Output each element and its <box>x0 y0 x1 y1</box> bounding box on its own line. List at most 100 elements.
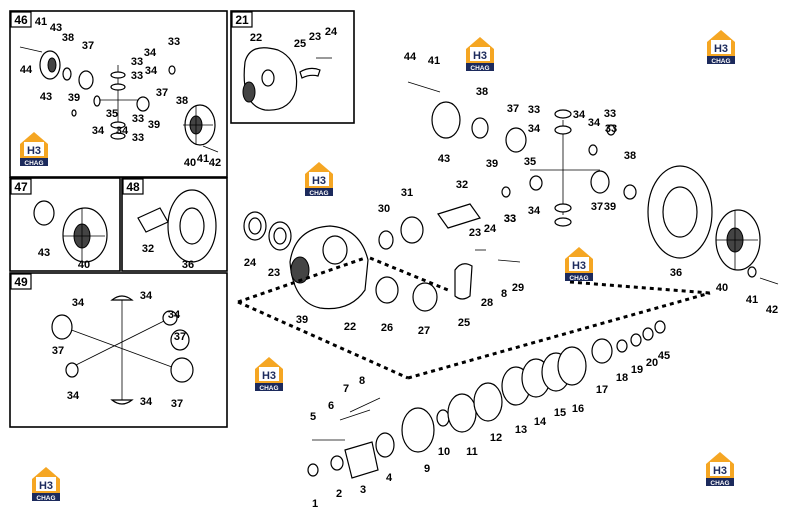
callout-i46-2: 38 <box>62 32 74 44</box>
callout-main-32: 27 <box>418 325 430 337</box>
callout-main-35: 40 <box>716 282 728 294</box>
chag-logo-text: CHAG <box>470 65 489 72</box>
callout-i46-14: 37 <box>156 87 168 99</box>
callout-main-44: 11 <box>466 446 478 458</box>
callout-i49-3: 34 <box>67 390 80 402</box>
callout-main-1: 41 <box>428 55 440 67</box>
callout-main-45: 12 <box>490 432 502 444</box>
svg-text:21: 21 <box>235 13 249 27</box>
callout-main-43: 10 <box>438 446 450 458</box>
callout-main-36: 41 <box>746 294 758 306</box>
callout-main-39: 6 <box>328 400 334 412</box>
callout-main-31: 26 <box>381 322 393 334</box>
callout-main-34: 36 <box>670 267 682 279</box>
callout-main-48: 15 <box>554 407 566 419</box>
callout-i46-7: 43 <box>40 91 52 103</box>
callout-main-20: 30 <box>378 203 390 215</box>
callout-main-53: 20 <box>646 357 658 369</box>
callout-main-10: 39 <box>486 158 498 170</box>
callout-main-27: 8 <box>501 288 507 300</box>
svg-text:48: 48 <box>126 180 140 194</box>
callout-i47-1: 40 <box>78 259 90 271</box>
inset-47-drawing <box>33 200 108 263</box>
callout-i49-5: 34 <box>140 396 153 408</box>
callout-i46-5: 33 <box>168 36 180 48</box>
callout-main-6: 33 <box>604 108 616 120</box>
callout-main-50: 17 <box>596 384 608 396</box>
callout-i48-0: 32 <box>142 243 154 255</box>
callout-i21-1: 25 <box>294 38 306 50</box>
callout-main-58: 4 <box>386 472 393 484</box>
callout-main-28: 29 <box>512 282 524 294</box>
callout-main-29: 28 <box>481 297 493 309</box>
inset-48-drawing <box>137 189 217 263</box>
callout-main-47: 14 <box>534 416 547 428</box>
callout-i46-18: 33 <box>132 132 144 144</box>
callout-main-17: 33 <box>504 213 516 225</box>
chag-logo-text: CHAG <box>569 275 588 282</box>
callout-main-26: 22 <box>344 321 356 333</box>
inset-46-tag: 46 <box>10 11 32 28</box>
callout-main-49: 16 <box>572 403 584 415</box>
callout-i47-0: 43 <box>38 247 50 259</box>
chag-logo-text: CHAG <box>259 385 278 392</box>
callout-main-0: 44 <box>404 51 417 63</box>
callout-main-57: 3 <box>360 484 366 496</box>
callout-i46-16: 33 <box>132 113 144 125</box>
callout-i46-1: 43 <box>50 22 62 34</box>
inset-46-drawing <box>19 46 219 153</box>
callout-i49-6: 34 <box>72 297 85 309</box>
chag-logo-text: CHAG <box>24 160 43 167</box>
callout-i46-9: 34 <box>145 65 158 77</box>
callout-i46-8: 39 <box>68 92 80 104</box>
callout-main-11: 35 <box>524 156 536 168</box>
svg-text:47: 47 <box>14 180 28 194</box>
callout-i46-3: 37 <box>82 40 94 52</box>
callout-i46-15: 38 <box>176 95 188 107</box>
callout-main-16: 34 <box>528 205 541 217</box>
chag-logo-text: CHAG <box>309 190 328 197</box>
callout-i46-13: 35 <box>106 108 118 120</box>
callout-main-15: 39 <box>604 201 616 213</box>
callout-main-24: 24 <box>484 223 497 235</box>
callout-main-21: 33 <box>504 213 516 225</box>
callout-main-46: 13 <box>515 424 527 436</box>
callout-i49-4: 37 <box>171 398 183 410</box>
callout-main-22: 24 <box>244 257 257 269</box>
callout-main-38: 7 <box>343 383 349 395</box>
callout-main-4: 33 <box>528 104 540 116</box>
callout-main-42: 9 <box>424 463 430 475</box>
callout-main-55: 1 <box>312 498 318 510</box>
callout-i46-4: 34 <box>144 47 157 59</box>
chag-logo-text: CHAG <box>36 495 55 502</box>
callout-main-33: 39 <box>296 314 308 326</box>
callout-i46-21: 41 <box>197 153 209 165</box>
main-exploded-view <box>237 81 779 479</box>
callout-main-54: 45 <box>658 350 670 362</box>
chag-logo: CHAG <box>707 30 735 65</box>
chag-logo: CHAG <box>20 132 48 167</box>
callout-i49-0: 34 <box>140 290 153 302</box>
callout-main-40: 5 <box>310 411 316 423</box>
callout-i46-0: 41 <box>35 16 47 28</box>
inset-49-drawing <box>51 295 194 405</box>
callout-i21-3: 24 <box>325 26 338 38</box>
callout-i46-20: 40 <box>184 157 196 169</box>
inset-47-tag: 47 <box>10 178 32 195</box>
inset-48-tag: 48 <box>122 178 144 195</box>
inset-21-drawing <box>242 47 332 111</box>
svg-text:49: 49 <box>14 275 28 289</box>
callout-i49-1: 37 <box>52 345 64 357</box>
chag-logo-text: CHAG <box>711 58 730 65</box>
callout-main-14: 37 <box>591 201 603 213</box>
callout-i46-17: 39 <box>148 119 160 131</box>
callout-i49-2: 34 <box>168 309 181 321</box>
callout-i46-6: 44 <box>20 64 33 76</box>
callout-main-8: 33 <box>605 123 617 135</box>
callout-main-56: 2 <box>336 488 342 500</box>
svg-text:46: 46 <box>14 13 28 27</box>
callout-main-3: 37 <box>507 103 519 115</box>
callout-main-41: 8 <box>359 375 365 387</box>
